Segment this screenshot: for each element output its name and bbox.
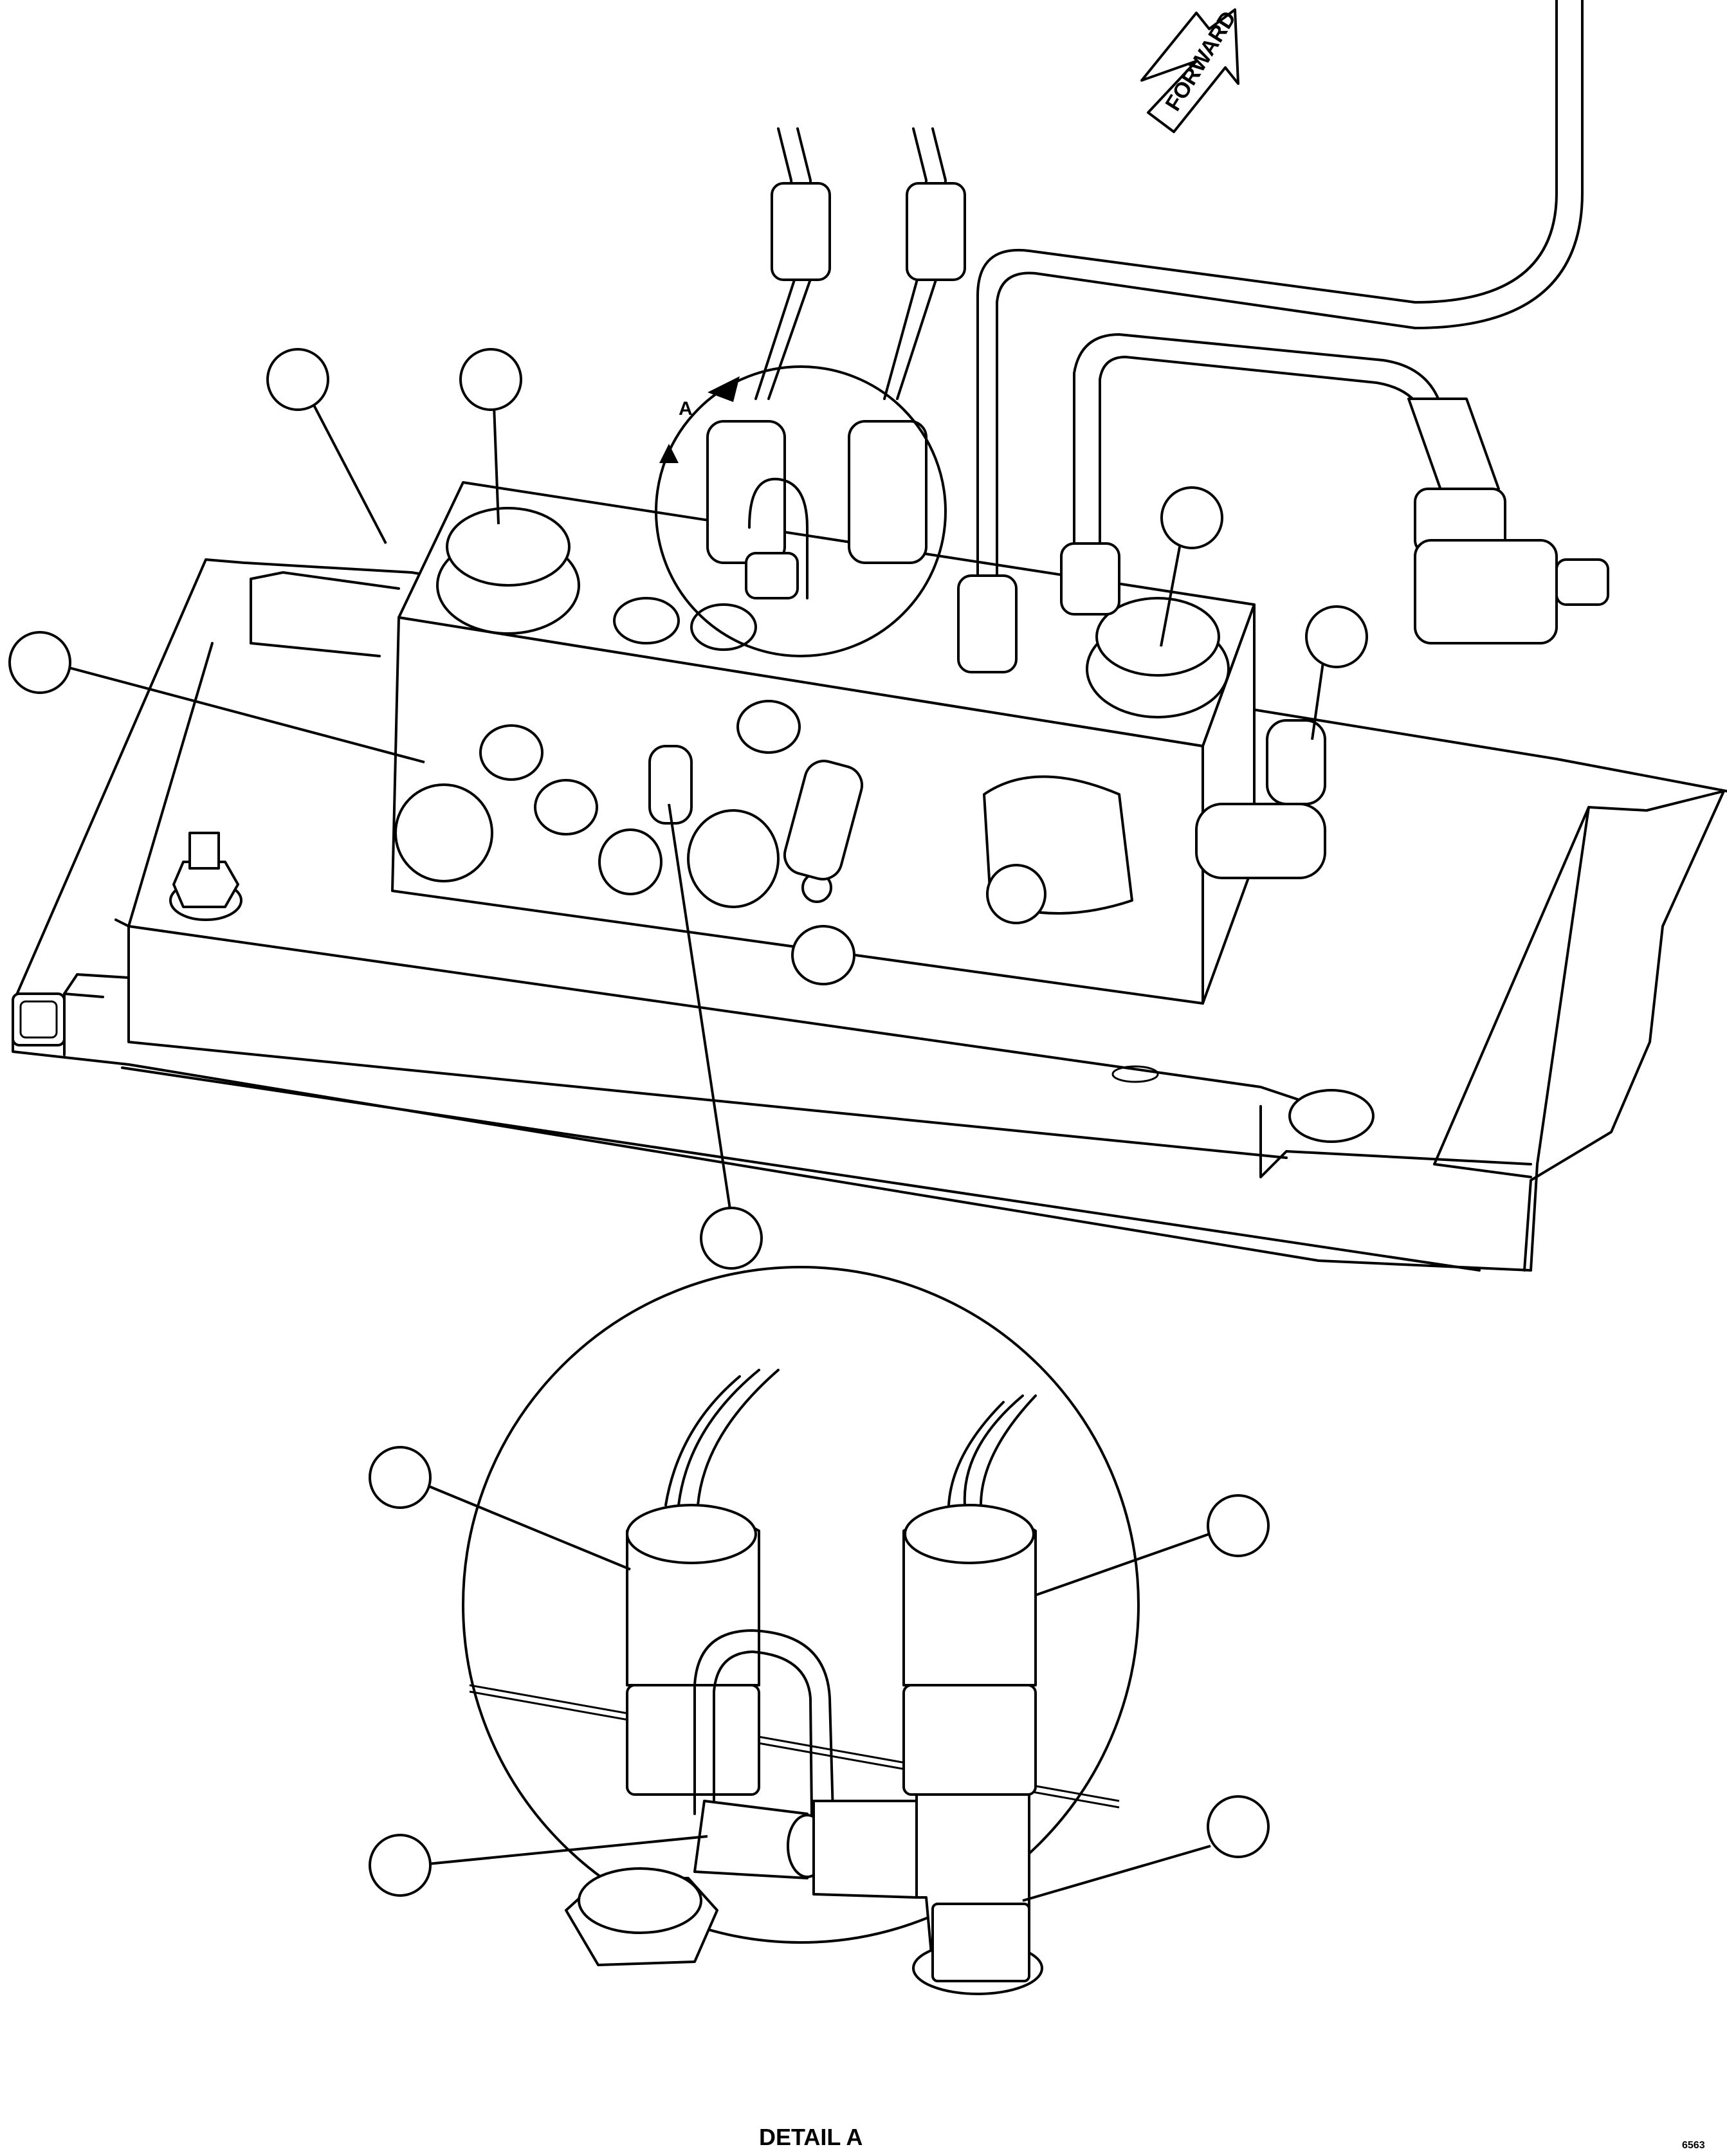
- tubing: [957, 0, 1609, 673]
- callout-bubble: [1160, 486, 1223, 549]
- manifold-block: [391, 481, 1326, 1005]
- callout-bubble: [369, 1834, 432, 1897]
- callout-bubble: [459, 348, 522, 411]
- callout-bubble: [1207, 1494, 1270, 1557]
- cable-connectors: [706, 127, 966, 599]
- frame-platform: [12, 558, 1727, 1272]
- detail-a-view: [462, 1266, 1140, 1995]
- detail-a-reference-circle: [655, 365, 947, 657]
- callout-bubble: [8, 631, 71, 694]
- callout-bubble: [369, 1446, 432, 1509]
- figure-id: 6563: [1682, 2140, 1705, 2151]
- detail-callouts: [369, 1446, 1270, 1902]
- main-callouts: [8, 348, 1368, 1270]
- callout-bubble: [700, 1207, 763, 1270]
- callout-bubble: [266, 348, 329, 411]
- view-marker-label: A: [679, 398, 693, 419]
- detail-a-circle: [462, 1266, 1140, 1944]
- callout-bubble: [1305, 605, 1368, 668]
- forward-arrow: FORWARD: [1140, 7, 1241, 133]
- detail-title: DETAIL A: [759, 2124, 863, 2150]
- view-arrow-lower: [659, 444, 679, 463]
- callout-bubble: [1207, 1795, 1270, 1858]
- view-arrow: [708, 376, 740, 402]
